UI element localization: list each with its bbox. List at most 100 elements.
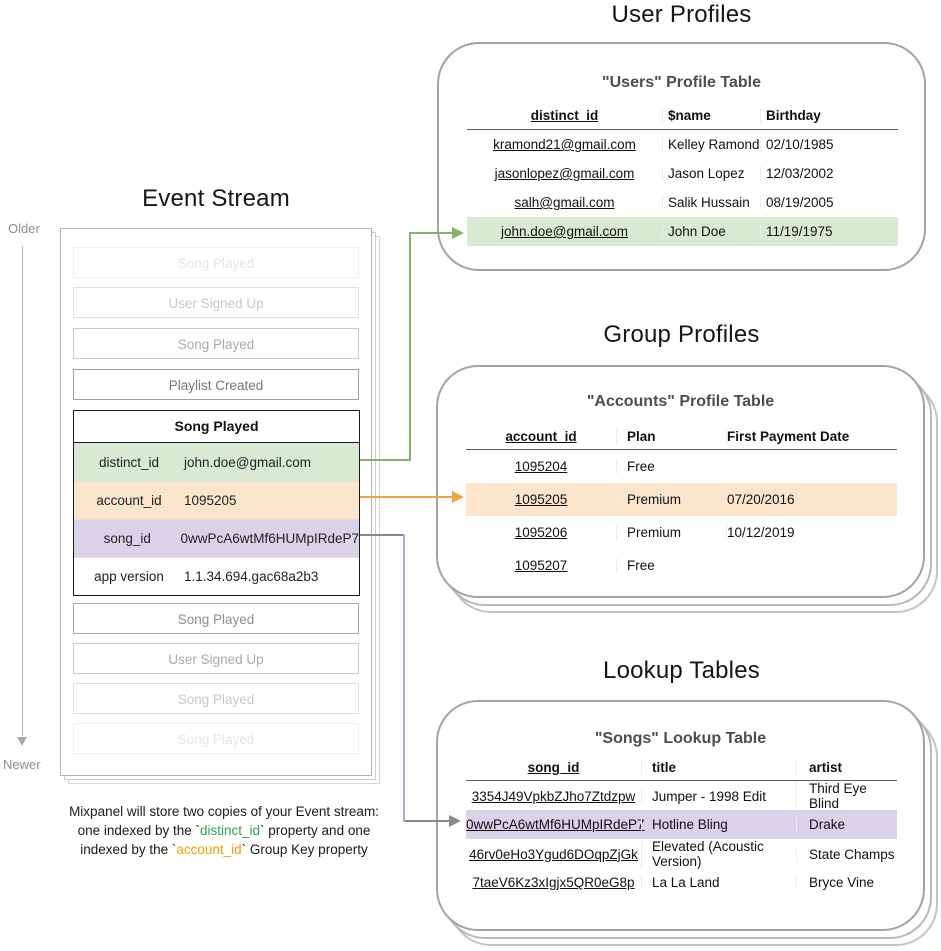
accounts-table-title: "Accounts" Profile Table	[586, 393, 775, 410]
caption-line-2-pre: one indexed by the `	[77, 823, 200, 838]
table-row: 1095207 Free	[466, 549, 897, 582]
cell-name: John Doe	[662, 224, 760, 239]
table-row: 1095204 Free	[466, 450, 897, 483]
cell-song-id: 7taeV6Kz3xIgjx5QR0eG8p	[472, 875, 635, 890]
cell-account-id: 1095204	[514, 459, 568, 474]
cell-name: Jason Lopez	[662, 166, 760, 181]
caption-line-3-post: ` Group Key property	[241, 842, 368, 857]
table-header-row: song_id title artist	[466, 754, 897, 780]
property-value: john.doe@gmail.com	[184, 455, 312, 470]
event-property-account-id: account_id 1095205	[74, 481, 359, 519]
faded-event: User Signed Up	[73, 287, 359, 318]
table-row: 1095206 Premium 10/12/2019	[466, 516, 897, 549]
distinct-id-connector-segment	[360, 459, 411, 461]
table-row: salh@gmail.com Salik Hussain 08/19/2005	[467, 188, 898, 217]
caption-line-3-pre: indexed by the `	[80, 842, 177, 857]
cell-song-id: 46rv0eHo3Ygud6DOqpZjGk	[469, 846, 638, 862]
cell-title: La La Land	[641, 875, 796, 890]
caption: Mixpanel will store two copies of your E…	[18, 802, 430, 859]
cell-distinct-id: john.doe@gmail.com	[500, 224, 629, 239]
faded-event: Song Played	[73, 683, 359, 714]
event-name: Song Played	[74, 411, 359, 443]
cell-distinct-id: salh@gmail.com	[514, 195, 615, 210]
cell-name: Kelley Ramond	[662, 137, 760, 152]
table-row-highlighted-orange: 1095205 Premium 07/20/2016	[466, 483, 897, 516]
event-property-app-version: app version 1.1.34.694.gac68a2b3	[74, 557, 359, 595]
table-header-row: distinct_id $name Birthday	[467, 102, 898, 129]
cell-first-payment-date: 07/20/2016	[726, 492, 897, 507]
property-key: account_id	[96, 493, 162, 508]
table-row: 46rv0eHo3Ygud6DOqpZjGk Elevated (Acousti…	[466, 839, 897, 869]
users-profile-card: "Users" Profile Table distinct_id $name …	[437, 42, 926, 271]
table-row-highlighted-purple: 0wwPcA6wtMf6HUMpIRdeP7 Hotline Bling Dra…	[466, 810, 897, 839]
cell-title: Elevated (Acoustic Version)	[641, 839, 796, 869]
event-stream-title: Event Stream	[142, 185, 290, 212]
header-divider	[466, 449, 897, 450]
column-header-plan: Plan	[616, 428, 726, 444]
account-id-arrowhead-icon	[452, 491, 464, 503]
event-property-song-id: song_id 0wwPcA6wtMf6HUMpIRdeP7	[74, 519, 359, 557]
accounts-profile-card: "Accounts" Profile Table account_id Plan…	[436, 365, 925, 598]
accounts-table: account_id Plan First Payment Date 10952…	[466, 423, 897, 582]
caption-account-id-keyword: account_id	[176, 842, 242, 857]
faded-event: Playlist Created	[73, 369, 359, 400]
song-id-connector-segment	[405, 820, 450, 822]
property-value: 1.1.34.694.gac68a2b3	[184, 569, 319, 584]
cell-name: Salik Hussain	[662, 195, 760, 210]
users-table-title: "Users" Profile Table	[602, 74, 761, 91]
property-key: song_id	[103, 531, 151, 546]
table-row: 7taeV6Kz3xIgjx5QR0eG8p La La Land Bryce …	[466, 868, 897, 897]
table-row: 3354J49VpkbZJho7Ztdzpw Jumper - 1998 Edi…	[466, 781, 897, 811]
cell-account-id: 1095207	[514, 558, 568, 573]
cell-birthday: 11/19/1975	[760, 224, 898, 239]
table-row: jasonlopez@gmail.com Jason Lopez 12/03/2…	[467, 159, 898, 188]
user-profiles-title: User Profiles	[611, 1, 752, 28]
column-header-first-payment-date: First Payment Date	[726, 428, 897, 444]
column-header-name: $name	[662, 108, 760, 123]
cell-first-payment-date: 10/12/2019	[726, 525, 897, 540]
cell-plan: Premium	[616, 492, 726, 507]
property-value: 1095205	[184, 493, 237, 508]
distinct-id-arrowhead-icon	[452, 227, 464, 239]
property-key: distinct_id	[98, 455, 160, 470]
event-stream-container: Song Played User Signed Up Song Played P…	[60, 228, 372, 776]
event-property-distinct-id: distinct_id john.doe@gmail.com	[74, 443, 359, 481]
caption-distinct-id-keyword: distinct_id	[199, 823, 261, 838]
cell-account-id: 1095205	[514, 492, 568, 507]
cell-birthday: 12/03/2002	[760, 166, 898, 181]
header-divider	[467, 129, 898, 130]
distinct-id-connector-segment	[409, 232, 411, 461]
table-row: kramond21@gmail.com Kelley Ramond 02/10/…	[467, 130, 898, 159]
cell-song-id: 0wwPcA6wtMf6HUMpIRdeP7	[466, 817, 645, 832]
cell-distinct-id: kramond21@gmail.com	[493, 137, 636, 152]
table-header-row: account_id Plan First Payment Date	[466, 423, 897, 449]
faded-event: User Signed Up	[73, 643, 359, 674]
table-row-highlighted-green: john.doe@gmail.com John Doe 11/19/1975	[467, 217, 898, 246]
songs-lookup-card: "Songs" Lookup Table song_id title artis…	[436, 700, 925, 931]
column-header-distinct-id: distinct_id	[530, 108, 599, 123]
caption-line-2-post: ` property and one	[260, 823, 371, 838]
cell-artist: Third Eye Blind	[796, 781, 897, 811]
cell-plan: Premium	[616, 525, 726, 540]
cell-artist: Drake	[796, 817, 897, 832]
property-key: app version	[94, 569, 164, 584]
faded-event: Song Played	[73, 247, 359, 278]
songs-table: song_id title artist 3354J49VpkbZJho7Ztd…	[466, 754, 897, 897]
group-profiles-title: Group Profiles	[603, 321, 760, 348]
cell-artist: State Champs	[796, 846, 897, 862]
column-header-account-id: account_id	[505, 428, 577, 444]
header-divider	[466, 780, 897, 781]
faded-event: Song Played	[73, 723, 359, 754]
cell-distinct-id: jasonlopez@gmail.com	[494, 166, 635, 181]
faded-event: Song Played	[73, 603, 359, 634]
column-header-birthday: Birthday	[760, 108, 898, 123]
song-played-event-card: Song Played distinct_id john.doe@gmail.c…	[73, 410, 360, 596]
song-id-connector-segment	[360, 534, 405, 536]
song-id-connector-segment	[403, 534, 405, 822]
newer-label: Newer	[3, 757, 41, 772]
songs-table-title: "Songs" Lookup Table	[594, 730, 767, 747]
cell-birthday: 08/19/2005	[760, 195, 898, 210]
lookup-tables-title: Lookup Tables	[603, 657, 760, 684]
cell-birthday: 02/10/1985	[760, 137, 898, 152]
